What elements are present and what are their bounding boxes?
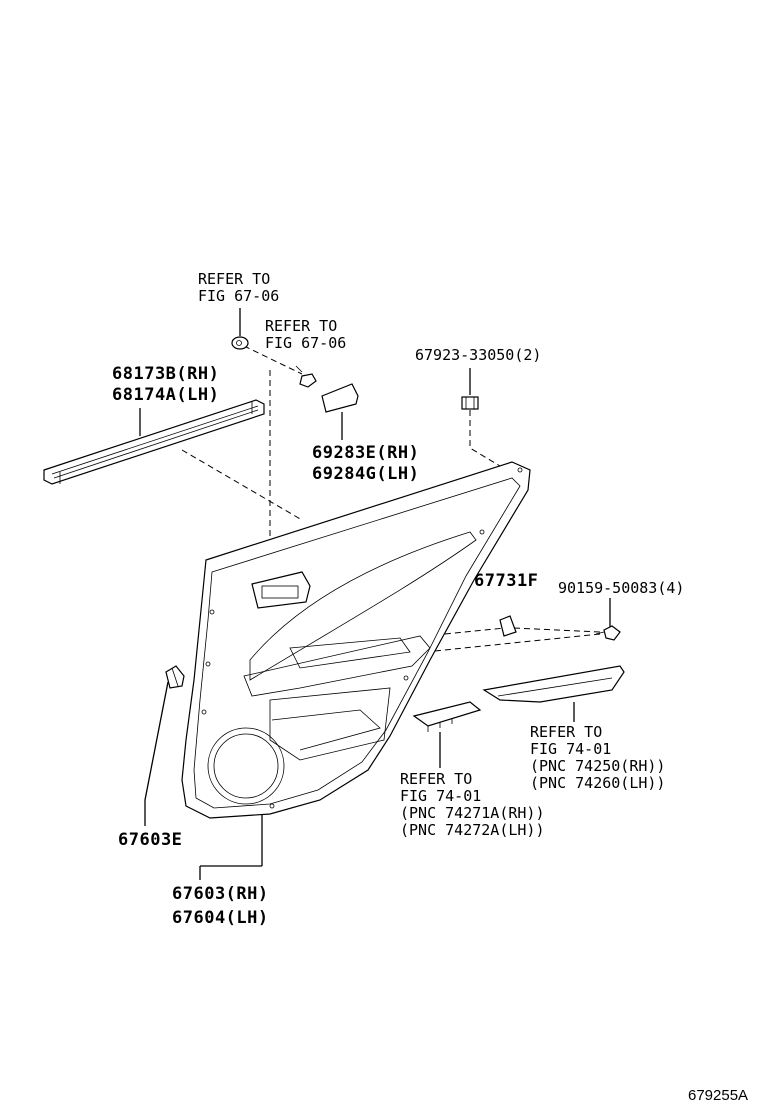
refer-label-mid-d: (PNC 74272A(LH)): [400, 821, 545, 839]
part-number-68173b: 68173B(RH): [112, 364, 220, 384]
screw-part: [295, 365, 317, 388]
armrest-panel: [482, 665, 625, 703]
part-number-90159: 90159-50083(4): [558, 579, 685, 597]
part-number-67604: 67604(LH): [172, 908, 269, 928]
leader-lines: [139, 308, 611, 880]
door-trim-panel: [181, 461, 531, 819]
refer-label-top-2b: FIG 67-06: [265, 334, 347, 352]
figure-id: 679255A: [688, 1087, 749, 1104]
refer-label-mid-b: FIG 74-01: [400, 787, 482, 805]
refer-label-top-1b: FIG 67-06: [198, 287, 280, 305]
clip-67603e: [165, 665, 185, 689]
part-number-67731f: 67731F: [474, 571, 539, 591]
refer-label-right-b: FIG 74-01: [530, 740, 612, 758]
screw-90159: [595, 625, 621, 641]
part-number-69283e: 69283E(RH): [312, 443, 420, 463]
refer-label-right-a: REFER TO: [530, 723, 603, 741]
switch-base: [412, 701, 482, 732]
part-number-69284g: 69284G(LH): [312, 464, 420, 484]
refer-label-right-d: (PNC 74260(LH)): [530, 774, 666, 792]
refer-label-top-2a: REFER TO: [265, 317, 338, 335]
belt-moulding: [43, 399, 265, 485]
part-number-68174a: 68174A(LH): [112, 385, 220, 405]
refer-label-top-1a: REFER TO: [198, 270, 271, 288]
part-number-67603e: 67603E: [118, 830, 183, 850]
pad-69283e: [321, 383, 359, 413]
clip-67923: [461, 396, 479, 410]
refer-label-right-c: (PNC 74250(RH)): [530, 757, 666, 775]
part-number-67603: 67603(RH): [172, 884, 269, 904]
refer-label-mid-a: REFER TO: [400, 770, 473, 788]
clip-part: [231, 336, 249, 350]
refer-label-mid-c: (PNC 74271A(RH)): [400, 804, 545, 822]
clip-67731f: [499, 615, 517, 637]
part-number-67923: 67923-33050(2): [415, 346, 542, 364]
